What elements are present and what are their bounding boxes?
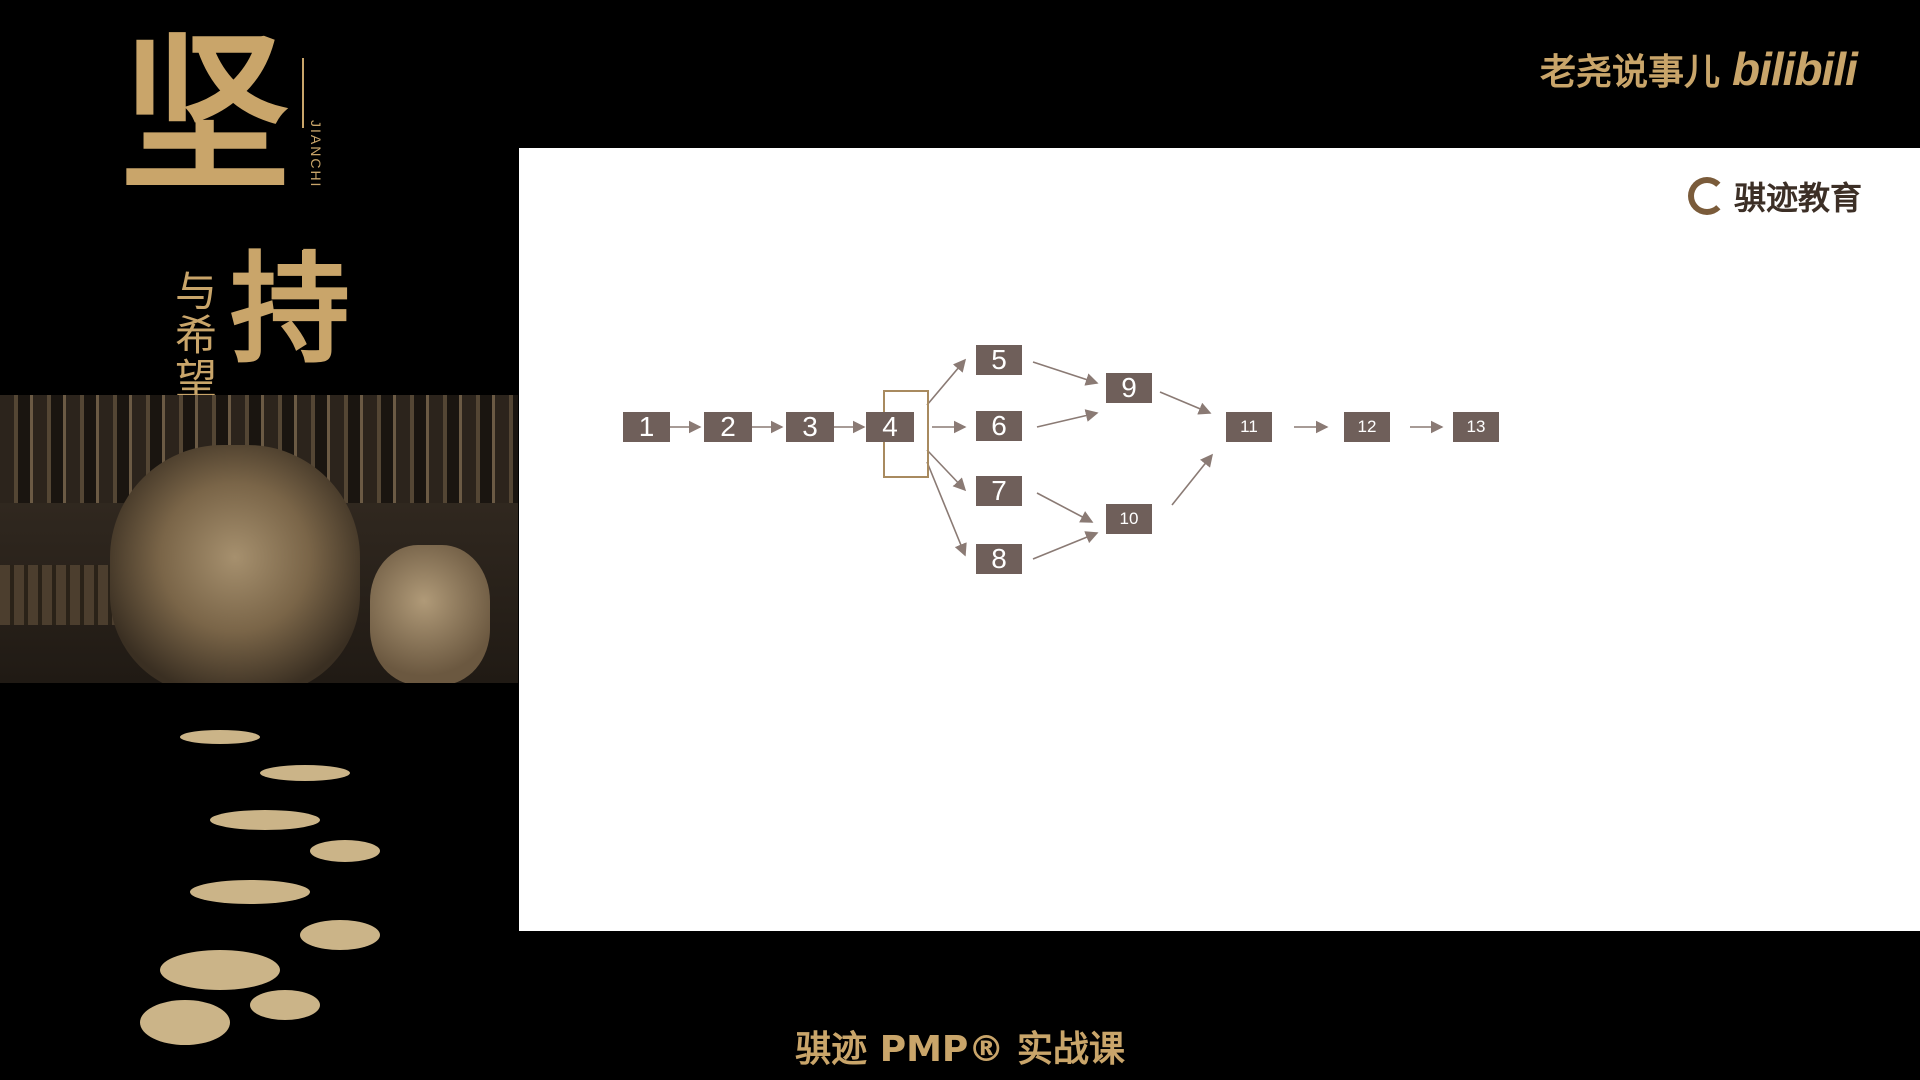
footprint	[160, 950, 280, 990]
footprint	[190, 880, 310, 904]
poster-divider-line	[302, 250, 304, 290]
diagram-node-11: 11	[1226, 412, 1272, 442]
diagram-node-10: 10	[1106, 504, 1152, 534]
footprint	[310, 840, 380, 862]
poster-pinyin: JIANCHI	[308, 120, 324, 189]
arrow-4-8	[926, 461, 967, 557]
footprint	[180, 730, 260, 744]
diagram-node-6: 6	[976, 410, 1022, 441]
qiji-logo-icon	[1688, 177, 1726, 215]
diagram-node-8: 8	[976, 543, 1022, 574]
arrow-6-9	[1036, 409, 1099, 428]
channel-name: 老尧说事儿	[1540, 52, 1721, 93]
presenter	[110, 445, 360, 683]
diagram-node-12: 12	[1344, 412, 1390, 442]
slide-canvas	[519, 148, 1920, 931]
footprint	[250, 990, 320, 1020]
poster-title: 坚 持 与希望 JIANCHI	[120, 15, 360, 402]
footprint	[260, 765, 350, 781]
arrow-10-11	[1171, 453, 1213, 506]
course-caption: 骐迹 PMP® 实战课	[795, 1029, 1125, 1070]
arrow-7-10	[1036, 492, 1094, 523]
poster-panel: 坚 持 与希望 JIANCHI	[0, 0, 518, 1080]
arrow-9-11	[1159, 391, 1212, 415]
arrow-8-10	[1032, 531, 1099, 560]
presenter-hand	[370, 545, 490, 683]
diagram-node-3: 3	[786, 411, 834, 442]
diagram-node-2: 2	[704, 411, 752, 442]
poster-title-char-2: 持	[230, 239, 350, 380]
slide-logo-text: 骐迹教育	[1734, 179, 1863, 217]
diagram-node-13: 13	[1453, 412, 1499, 442]
bilibili-logo: bilibili	[1732, 43, 1858, 95]
poster-subtitle: 与希望	[175, 267, 218, 404]
channel-brand: 老尧说事儿 bilibili	[1540, 42, 1858, 96]
diagram-node-4: 4	[866, 411, 914, 442]
footprint	[300, 920, 380, 950]
footprints-graphic	[130, 720, 430, 1050]
webcam-video	[0, 395, 518, 683]
poster-title-char-1: 坚	[120, 15, 291, 215]
bookshelf	[0, 565, 120, 625]
footprint	[140, 1000, 230, 1045]
diagram-node-1: 1	[623, 411, 670, 442]
poster-divider-line	[302, 58, 304, 128]
diagram-node-5: 5	[976, 344, 1022, 375]
arrow-4-7	[926, 449, 967, 492]
diagram-node-7: 7	[976, 475, 1022, 506]
diagram-node-9: 9	[1106, 372, 1152, 403]
arrow-4-5	[926, 358, 967, 406]
arrow-5-9	[1032, 361, 1099, 386]
slide-logo: 骐迹教育	[1688, 173, 1862, 219]
footprint	[210, 810, 320, 830]
